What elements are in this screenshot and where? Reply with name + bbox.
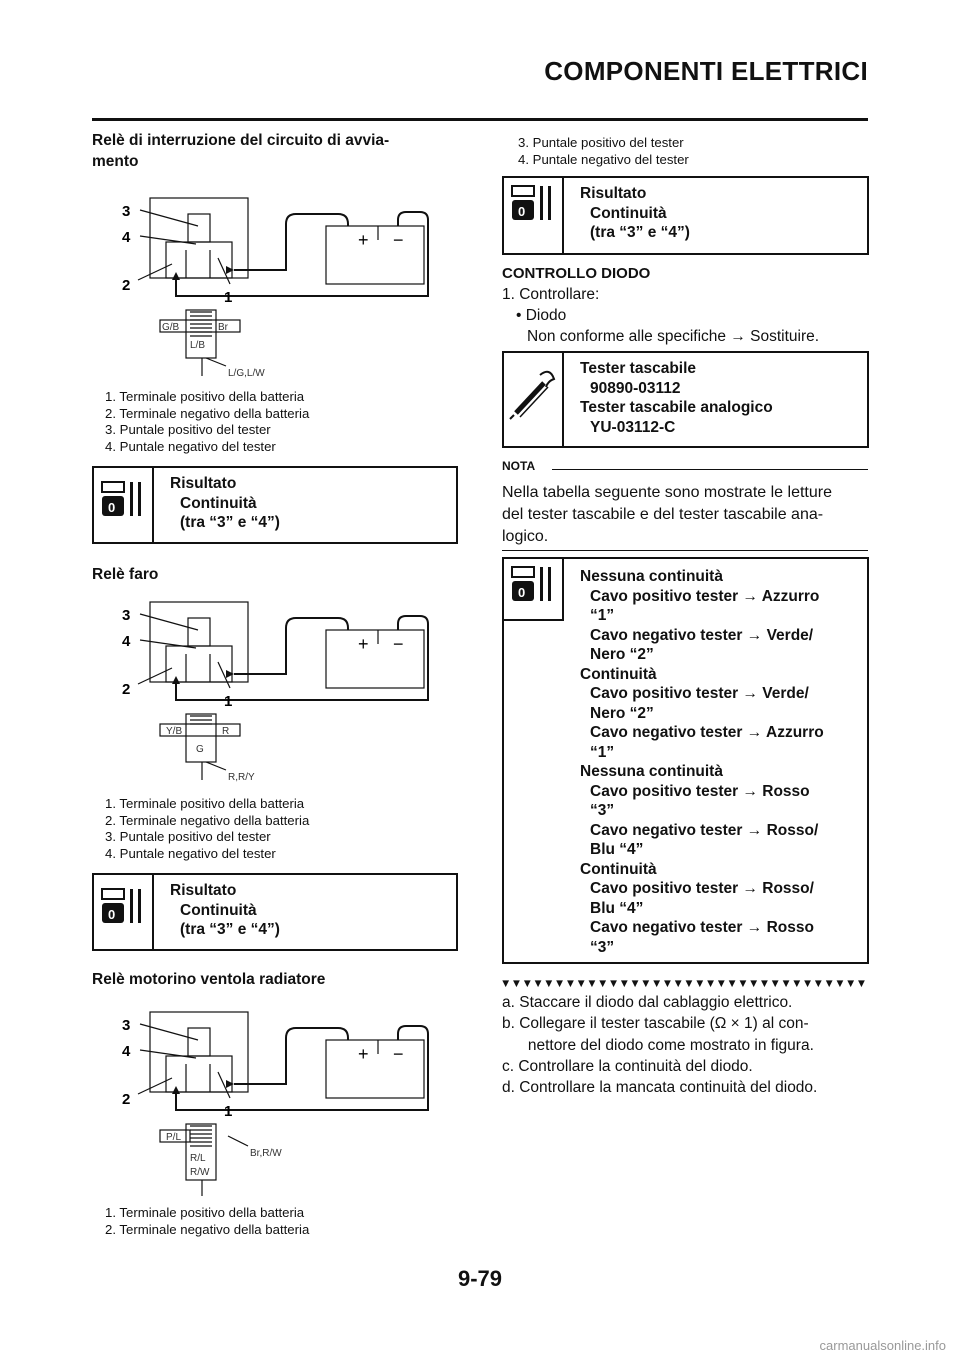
wire-label: L/G,L/W xyxy=(228,368,265,379)
callout-1: 1 xyxy=(224,693,232,710)
tester-reading-line: Cavo positivo tester → Verde/ xyxy=(590,685,809,702)
tester-reading-line: “3” xyxy=(590,938,615,956)
tester-reading-line: Cavo negativo tester → Azzurro xyxy=(590,724,824,741)
tester-reading-line: Nessuna continuità xyxy=(580,763,723,780)
battery-minus-label: − xyxy=(393,1044,404,1064)
nota-text: Nella tabella seguente sono mostrate le … xyxy=(502,484,832,545)
svg-text:0: 0 xyxy=(108,907,115,922)
tester-reading-line: Cavo positivo tester → Azzurro xyxy=(590,587,820,605)
battery-minus-label: − xyxy=(393,230,404,250)
battery-plus-label: + xyxy=(358,634,369,654)
callout-1: 1 xyxy=(224,1103,232,1120)
tester-reading-line: “3” xyxy=(590,802,615,819)
svg-text:0: 0 xyxy=(518,585,525,600)
nota-label: NOTA xyxy=(502,459,536,473)
svg-text:0: 0 xyxy=(518,204,525,219)
tester-reading-line: “1” xyxy=(590,743,615,761)
procedure-steps: a. Staccare il diodo dal cablaggio elett… xyxy=(502,994,818,1097)
wire-label: Br,R/W xyxy=(250,1148,282,1159)
callout-4: 4 xyxy=(122,1043,131,1060)
tester-reading-line: Cavo positivo tester → Rosso xyxy=(590,782,810,800)
wire-label: G/B xyxy=(162,322,180,333)
watermark: carmanualsonline.info xyxy=(819,1338,946,1353)
result-box: 0 Risultato Continuità (tra “3” e “4”) xyxy=(92,873,458,951)
wire-label: R xyxy=(222,726,229,737)
right-captions: 3. Puntale positivo del tester 4. Puntal… xyxy=(518,135,689,167)
fan-relay-captions: 1. Terminale positivo della batteria 2. … xyxy=(105,1205,310,1237)
battery-plus-label: + xyxy=(358,230,369,250)
wire-label: Br xyxy=(218,322,229,333)
section-title-headlight-relay: Relè faro xyxy=(92,566,159,583)
start-relay-diagram: + − 3 4 2 1 G/B Br L/B L/G,L/W xyxy=(122,197,429,379)
tester-reading-line: Nero “2” xyxy=(590,704,654,722)
tester-reading-line: Cavo positivo tester → Rosso/ xyxy=(590,880,814,897)
tool-box: Tester tascabile 90890-03112 Tester tasc… xyxy=(502,351,869,448)
wire-label: R/W xyxy=(190,1167,210,1178)
multimeter-icon: 0 xyxy=(94,468,154,542)
diode-step-1: 1. Controllare: xyxy=(502,286,600,303)
callout-2: 2 xyxy=(122,277,130,294)
svg-text:0: 0 xyxy=(108,500,115,515)
callout-4: 4 xyxy=(122,633,131,650)
wire-label: L/B xyxy=(190,340,205,351)
diode-check-title: CONTROLLO DIODO xyxy=(502,265,651,282)
header-rule xyxy=(92,118,868,121)
result-box: 0 Risultato Continuità (tra “3” e “4”) xyxy=(92,466,458,544)
callout-3: 3 xyxy=(122,607,130,624)
headlight-relay-captions: 1. Terminale positivo della batteria 2. … xyxy=(105,796,310,861)
tester-reading-line: Nero “2” xyxy=(590,646,654,663)
tester-reading-line: Blu “4” xyxy=(590,841,644,858)
tester-reading-line: Continuità xyxy=(580,860,657,878)
page-number: 9-79 xyxy=(457,1266,503,1291)
section-title-fan-relay: Relè motorino ventola radiatore xyxy=(92,971,326,988)
multimeter-icon: 0 xyxy=(504,559,564,621)
multimeter-icon: 0 xyxy=(94,875,154,949)
tester-reading-line: Cavo negativo tester → Rosso xyxy=(590,919,814,936)
callout-3: 3 xyxy=(122,203,130,220)
section-title-start-relay: Relè di interruzione del circuito di avv… xyxy=(92,132,390,170)
callout-2: 2 xyxy=(122,1091,130,1108)
page-header-title: COMPONENTI ELETTRICI xyxy=(544,56,868,86)
tester-reading-line: Cavo negativo tester → Rosso/ xyxy=(590,821,819,839)
result-box: 0 Risultato Continuità (tra “3” e “4”) xyxy=(502,176,869,255)
callout-1: 1 xyxy=(224,289,232,306)
callout-4: 4 xyxy=(122,229,131,246)
wire-label: Y/B xyxy=(166,726,182,737)
headlight-relay-diagram: + − 3 4 2 1 Y/B R G R,R/Y xyxy=(122,601,429,783)
tool-icon xyxy=(504,353,564,446)
procedure-triangles: ▼▼▼▼▼▼▼▼▼▼▼▼▼▼▼▼▼▼▼▼▼▼▼▼▼▼▼▼▼▼▼▼▼▼ xyxy=(500,978,867,990)
callout-2: 2 xyxy=(122,681,130,698)
wire-label: R,R/Y xyxy=(228,772,255,783)
nota-end-rule xyxy=(502,550,868,551)
tester-reading-line: “1” xyxy=(590,607,615,624)
tester-reading-line: Cavo negativo tester → Verde/ xyxy=(590,626,814,644)
diode-spec: Non conforme alle specifiche → Sostituir… xyxy=(527,328,820,345)
tester-reading-line: Blu “4” xyxy=(590,899,644,917)
start-relay-captions: 1. Terminale positivo della batteria 2. … xyxy=(105,389,310,454)
diode-bullet: • Diodo xyxy=(516,307,567,324)
nota-rule xyxy=(552,469,868,470)
tester-reading-line: Nessuna continuità xyxy=(580,568,723,585)
multimeter-icon: 0 xyxy=(504,178,564,253)
fan-relay-diagram: + − 3 4 2 1 P/L R/L R/W Br,R/W xyxy=(122,1011,429,1196)
callout-3: 3 xyxy=(122,1017,130,1034)
wire-label: G xyxy=(196,744,204,755)
battery-plus-label: + xyxy=(358,1044,369,1064)
tester-reading-line: Continuità xyxy=(580,665,657,683)
wire-label: R/L xyxy=(190,1153,206,1164)
wire-label: P/L xyxy=(166,1132,181,1143)
battery-minus-label: − xyxy=(393,634,404,654)
